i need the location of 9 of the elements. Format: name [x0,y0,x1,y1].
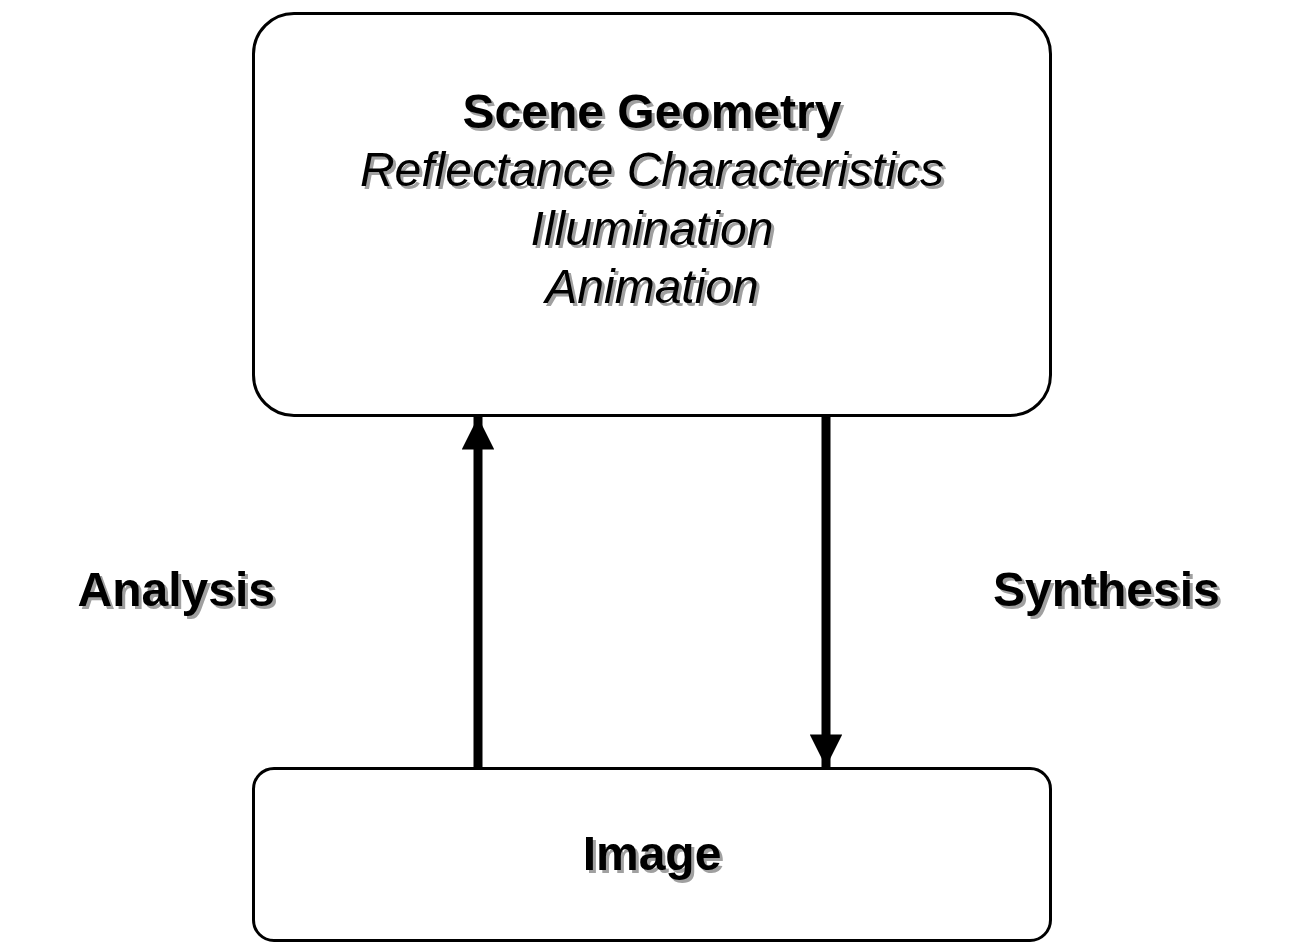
rounded-box [252,767,1052,942]
item-text: Reflectance Characteristics [359,142,945,199]
heading-text: Scene Geometry [462,84,842,141]
heading-text: Image [582,826,722,883]
item-text: Animation [545,258,759,315]
item-text: Illumination [530,200,774,257]
rounded-box [252,12,1052,417]
arrow [461,417,495,767]
arrow [809,417,843,767]
